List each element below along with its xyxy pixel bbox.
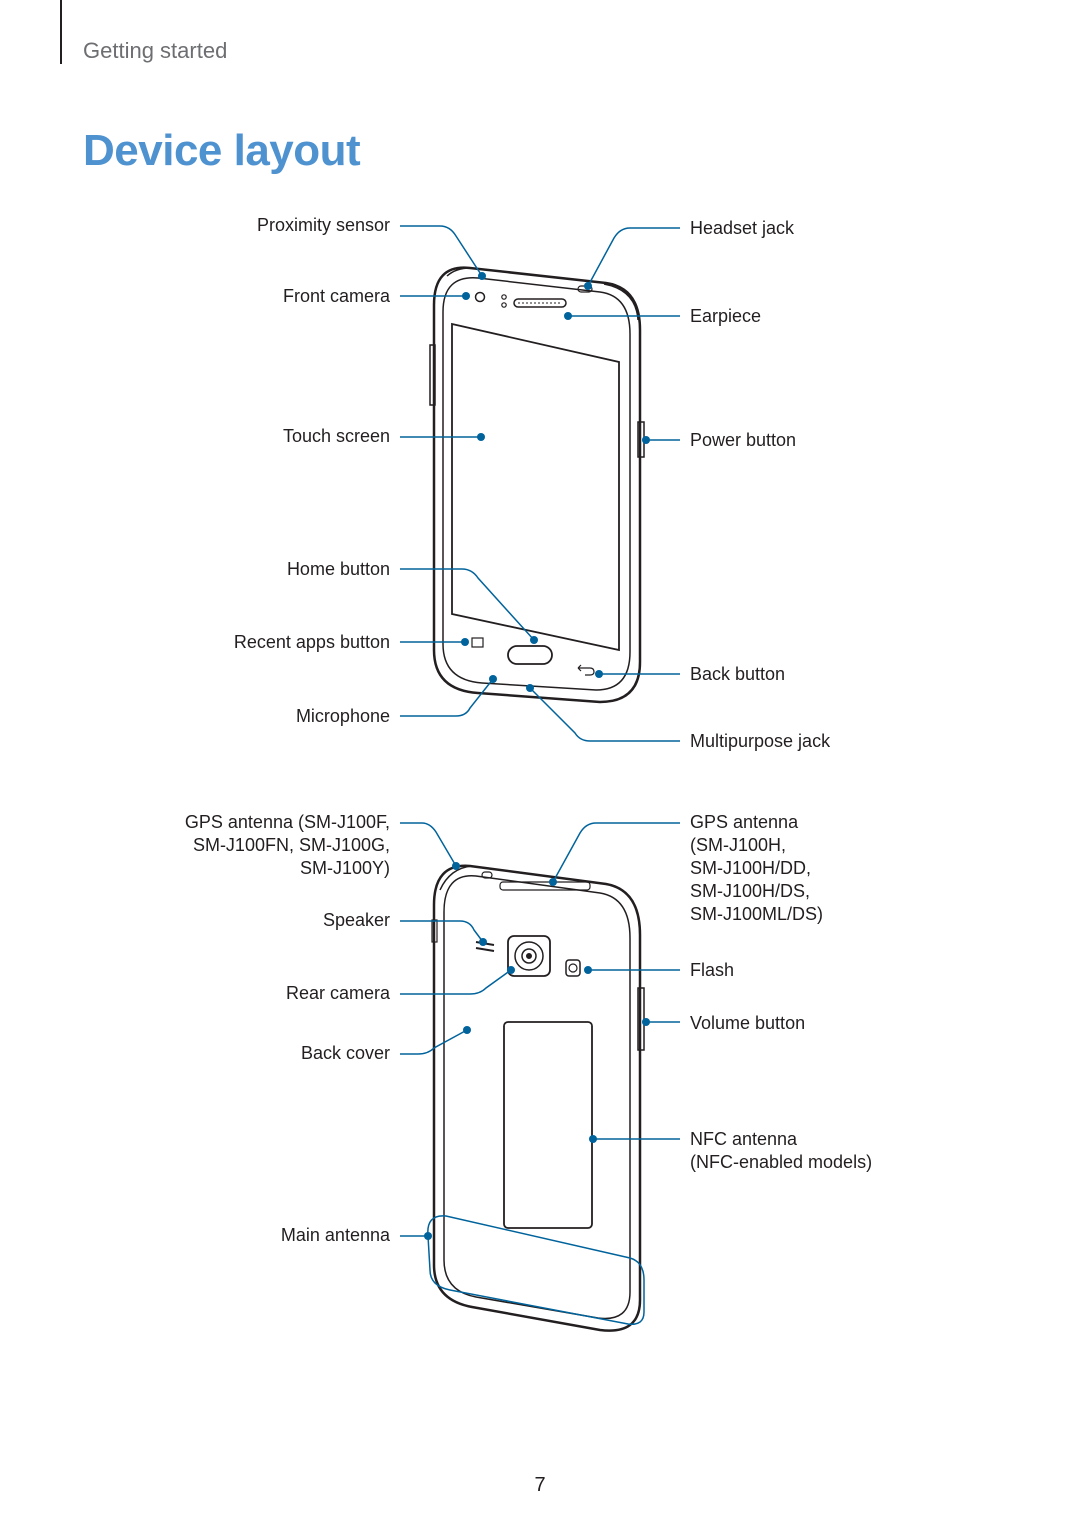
label-flash: Flash (690, 960, 735, 980)
back-phone (431, 864, 645, 1332)
callout-microphone (400, 678, 494, 717)
page-title: Device layout (83, 126, 361, 175)
home-button-shape (507, 645, 553, 665)
label-line: SM-J100H/DD, (690, 858, 812, 878)
label-multipurpose-jack: Multipurpose jack (690, 731, 831, 751)
recent-apps-shape (471, 637, 484, 648)
label-main-antenna: Main antenna (280, 1225, 390, 1245)
callout-multipurpose (529, 687, 680, 742)
callout-rear-camera (400, 969, 512, 995)
callout-proximity (400, 225, 483, 277)
callout-back-cover (400, 1029, 468, 1055)
callout-lines (400, 225, 680, 1325)
callout-dots (424, 272, 650, 1240)
label-line: SM-J100ML/DS) (690, 904, 824, 924)
callout-gps-left (400, 822, 457, 867)
back-arrow-shape (577, 664, 595, 676)
callout-headset (587, 227, 680, 287)
label-microphone: Microphone (295, 706, 390, 726)
label-front-camera: Front camera (282, 286, 390, 306)
header-rule (60, 0, 62, 64)
camera-housing (507, 935, 551, 977)
label-line: NFC antenna (690, 1129, 798, 1149)
callout-home (400, 568, 535, 641)
nfc-shape (503, 1021, 593, 1229)
label-line: SM-J100H/DS, (690, 881, 811, 901)
label-nfc-antenna: NFC antenna (NFC-enabled models) (690, 1128, 872, 1174)
label-gps-antenna-left: GPS antenna (SM-J100F, SM-J100FN, SM-J10… (185, 811, 390, 880)
label-line: (SM-J100H, (690, 835, 787, 855)
callout-speaker (400, 920, 484, 943)
front-camera-lens (474, 291, 486, 303)
page-number: 7 (534, 1474, 546, 1496)
label-line: GPS antenna (690, 812, 799, 832)
label-recent-apps-button: Recent apps button (233, 632, 390, 652)
label-touch-screen: Touch screen (282, 426, 390, 446)
label-home-button: Home button (286, 559, 390, 579)
front-phone (429, 266, 645, 704)
label-line: (NFC-enabled models) (690, 1152, 873, 1172)
label-rear-camera: Rear camera (285, 983, 390, 1003)
screen (451, 322, 620, 652)
label-line: GPS antenna (SM-J100F, (184, 812, 390, 832)
label-back-cover: Back cover (300, 1043, 390, 1063)
gps-strip (499, 881, 591, 891)
label-back-button: Back button (690, 664, 786, 684)
main-antenna-outline (427, 1215, 645, 1325)
flash-shape (565, 959, 581, 977)
label-gps-antenna-right: GPS antenna (SM-J100H, SM-J100H/DD, SM-J… (690, 811, 823, 926)
earpiece-grille (513, 298, 567, 308)
label-power-button: Power button (690, 430, 797, 450)
label-line: SM-J100Y) (299, 858, 390, 878)
label-volume-button: Volume button (690, 1013, 806, 1033)
label-speaker: Speaker (322, 910, 390, 930)
label-proximity-sensor: Proximity sensor (256, 215, 390, 235)
section-title: Getting started (83, 38, 228, 63)
label-headset-jack: Headset jack (690, 218, 795, 238)
callout-gps-right (552, 822, 680, 883)
label-line: SM-J100FN, SM-J100G, (192, 835, 390, 855)
label-earpiece: Earpiece (690, 306, 762, 326)
